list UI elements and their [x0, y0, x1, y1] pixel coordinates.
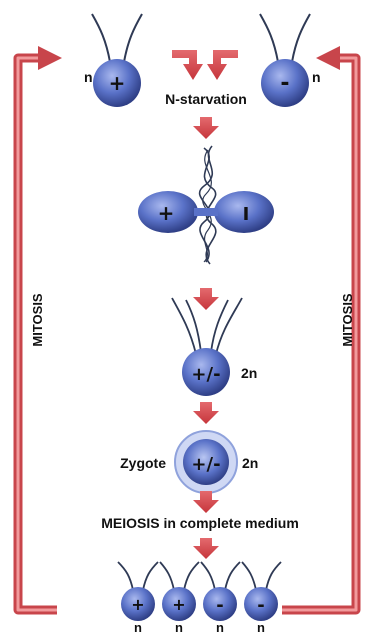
progeny-cell-2: +: [160, 562, 199, 621]
zygote-label: Zygote: [120, 455, 166, 471]
down-arrow-2: [193, 288, 219, 310]
progeny-cell-3: -: [201, 562, 240, 621]
progeny-sign-1: +: [131, 595, 144, 614]
converge-arrows: [172, 50, 238, 80]
progeny-sign-4: -: [257, 595, 264, 616]
mating-plus-sign: +: [158, 201, 175, 225]
mating-minus-sign: I: [243, 204, 250, 225]
zygote-sign: +/-: [191, 454, 220, 475]
down-arrow-1: [193, 117, 219, 139]
dikaryon-sign: +/-: [191, 364, 220, 385]
progeny-ploidy-2: n: [175, 620, 183, 635]
down-arrow-3: [193, 402, 219, 424]
dikaryon-cell: +/-: [172, 298, 242, 396]
dikaryon-ploidy: 2n: [241, 365, 257, 381]
progeny-ploidy-3: n: [216, 620, 224, 635]
down-arrow-4: [193, 491, 219, 513]
progeny-ploidy-4: n: [257, 620, 265, 635]
minus-sign: -: [280, 71, 289, 96]
zygote-ploidy: 2n: [242, 455, 258, 471]
n-starvation-label: N-starvation: [165, 91, 247, 107]
progeny-cell-4: -: [242, 562, 281, 621]
plus-cell: +: [92, 14, 142, 107]
plus-ploidy: n: [84, 69, 93, 85]
progeny-sign-3: -: [216, 595, 223, 616]
mitosis-left-label: MITOSIS: [30, 293, 45, 347]
minus-ploidy: n: [312, 69, 321, 85]
meiosis-label: MEIOSIS in complete medium: [101, 515, 299, 531]
progeny-cell-1: +: [118, 562, 158, 621]
minus-cell: -: [260, 14, 310, 107]
plus-sign: +: [109, 71, 126, 95]
progeny-ploidy-1: n: [134, 620, 142, 635]
mating-pair: + I: [138, 146, 274, 264]
progeny-sign-2: +: [172, 595, 185, 614]
mitosis-right-label: MITOSIS: [340, 293, 355, 347]
down-arrow-5: [193, 538, 219, 559]
zygote-cell: +/-: [175, 431, 237, 493]
